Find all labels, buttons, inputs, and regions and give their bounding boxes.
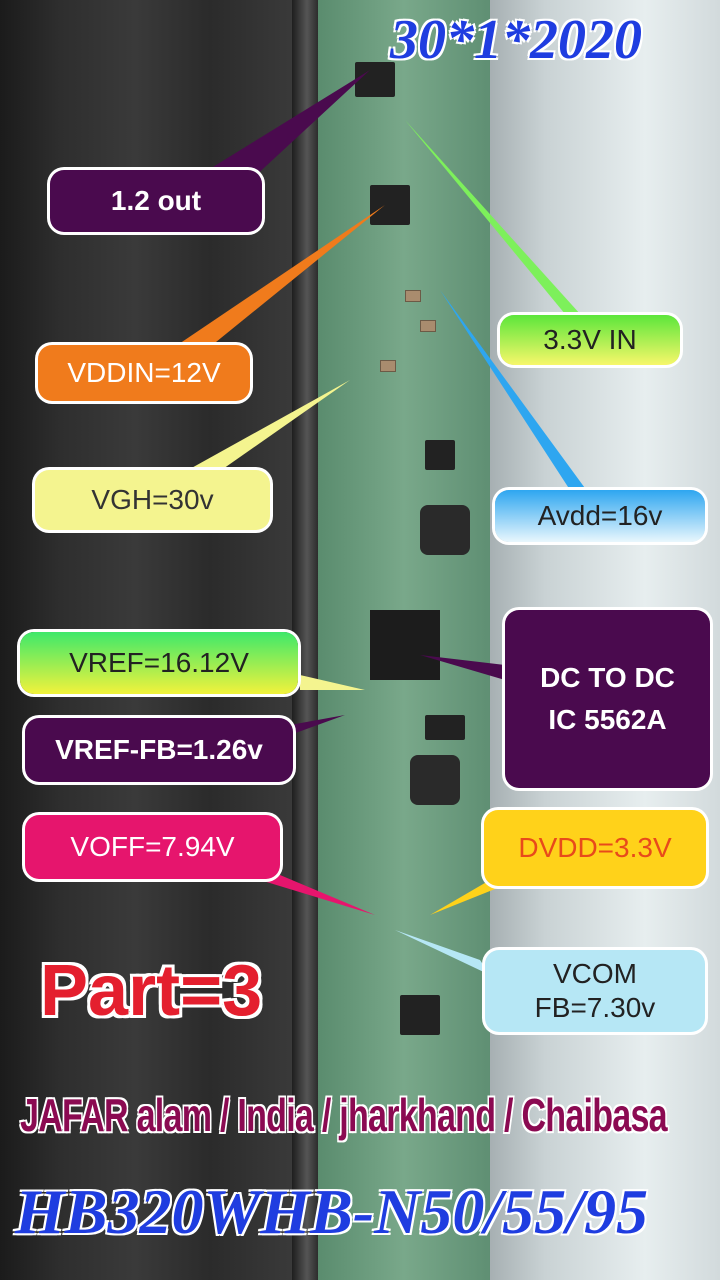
part-number: Part=3	[40, 951, 263, 1031]
mosfet-chip	[425, 440, 455, 470]
capacitor	[420, 320, 436, 332]
inductor-small	[370, 185, 410, 225]
label-dvdd: DVDD=3.3V	[484, 810, 706, 886]
line-1-2-out	[200, 70, 370, 190]
power-inductor-2	[410, 755, 460, 805]
line-vref	[300, 675, 365, 690]
label-avdd: Avdd=16v	[495, 490, 705, 542]
line-vgh	[170, 380, 350, 485]
capacitor	[380, 360, 396, 372]
line-vddin	[170, 205, 385, 355]
capacitor	[405, 290, 421, 302]
line-voff	[260, 875, 375, 915]
line-dvdd	[430, 880, 505, 915]
date-title: 30*1*2020	[390, 9, 642, 71]
line-avdd	[440, 290, 590, 495]
power-inductor	[420, 505, 470, 555]
label-vgh: VGH=30v	[35, 470, 270, 530]
label-3v3-in: 3.3V IN	[500, 315, 680, 365]
label-vddin: VDDIN=12V	[38, 345, 250, 401]
label-vref-fb: VREF-FB=1.26v	[25, 718, 293, 782]
dc-dc-ic-5562a	[370, 610, 440, 680]
ic-chip-lower	[400, 995, 440, 1035]
transistor-chip	[425, 715, 465, 740]
label-voff: VOFF=7.94V	[25, 815, 280, 879]
label-vcom-fb: VCOM FB=7.30v	[485, 950, 705, 1032]
line-vref-fb	[290, 715, 345, 735]
label-vref: VREF=16.12V	[20, 632, 298, 694]
regulator-chip	[355, 62, 395, 97]
label-1-2-out: 1.2 out	[50, 170, 262, 232]
line-dc-dc	[420, 655, 505, 680]
label-dc-dc-ic: DC TO DC IC 5562A	[505, 610, 710, 788]
model-number: HB320WHB-N50/55/95	[15, 1176, 648, 1247]
author-credit: JAFAR alam / India / jharkhand / Chaibas…	[20, 1089, 668, 1141]
line-3v3-in	[405, 120, 590, 325]
line-vcom	[395, 930, 490, 975]
